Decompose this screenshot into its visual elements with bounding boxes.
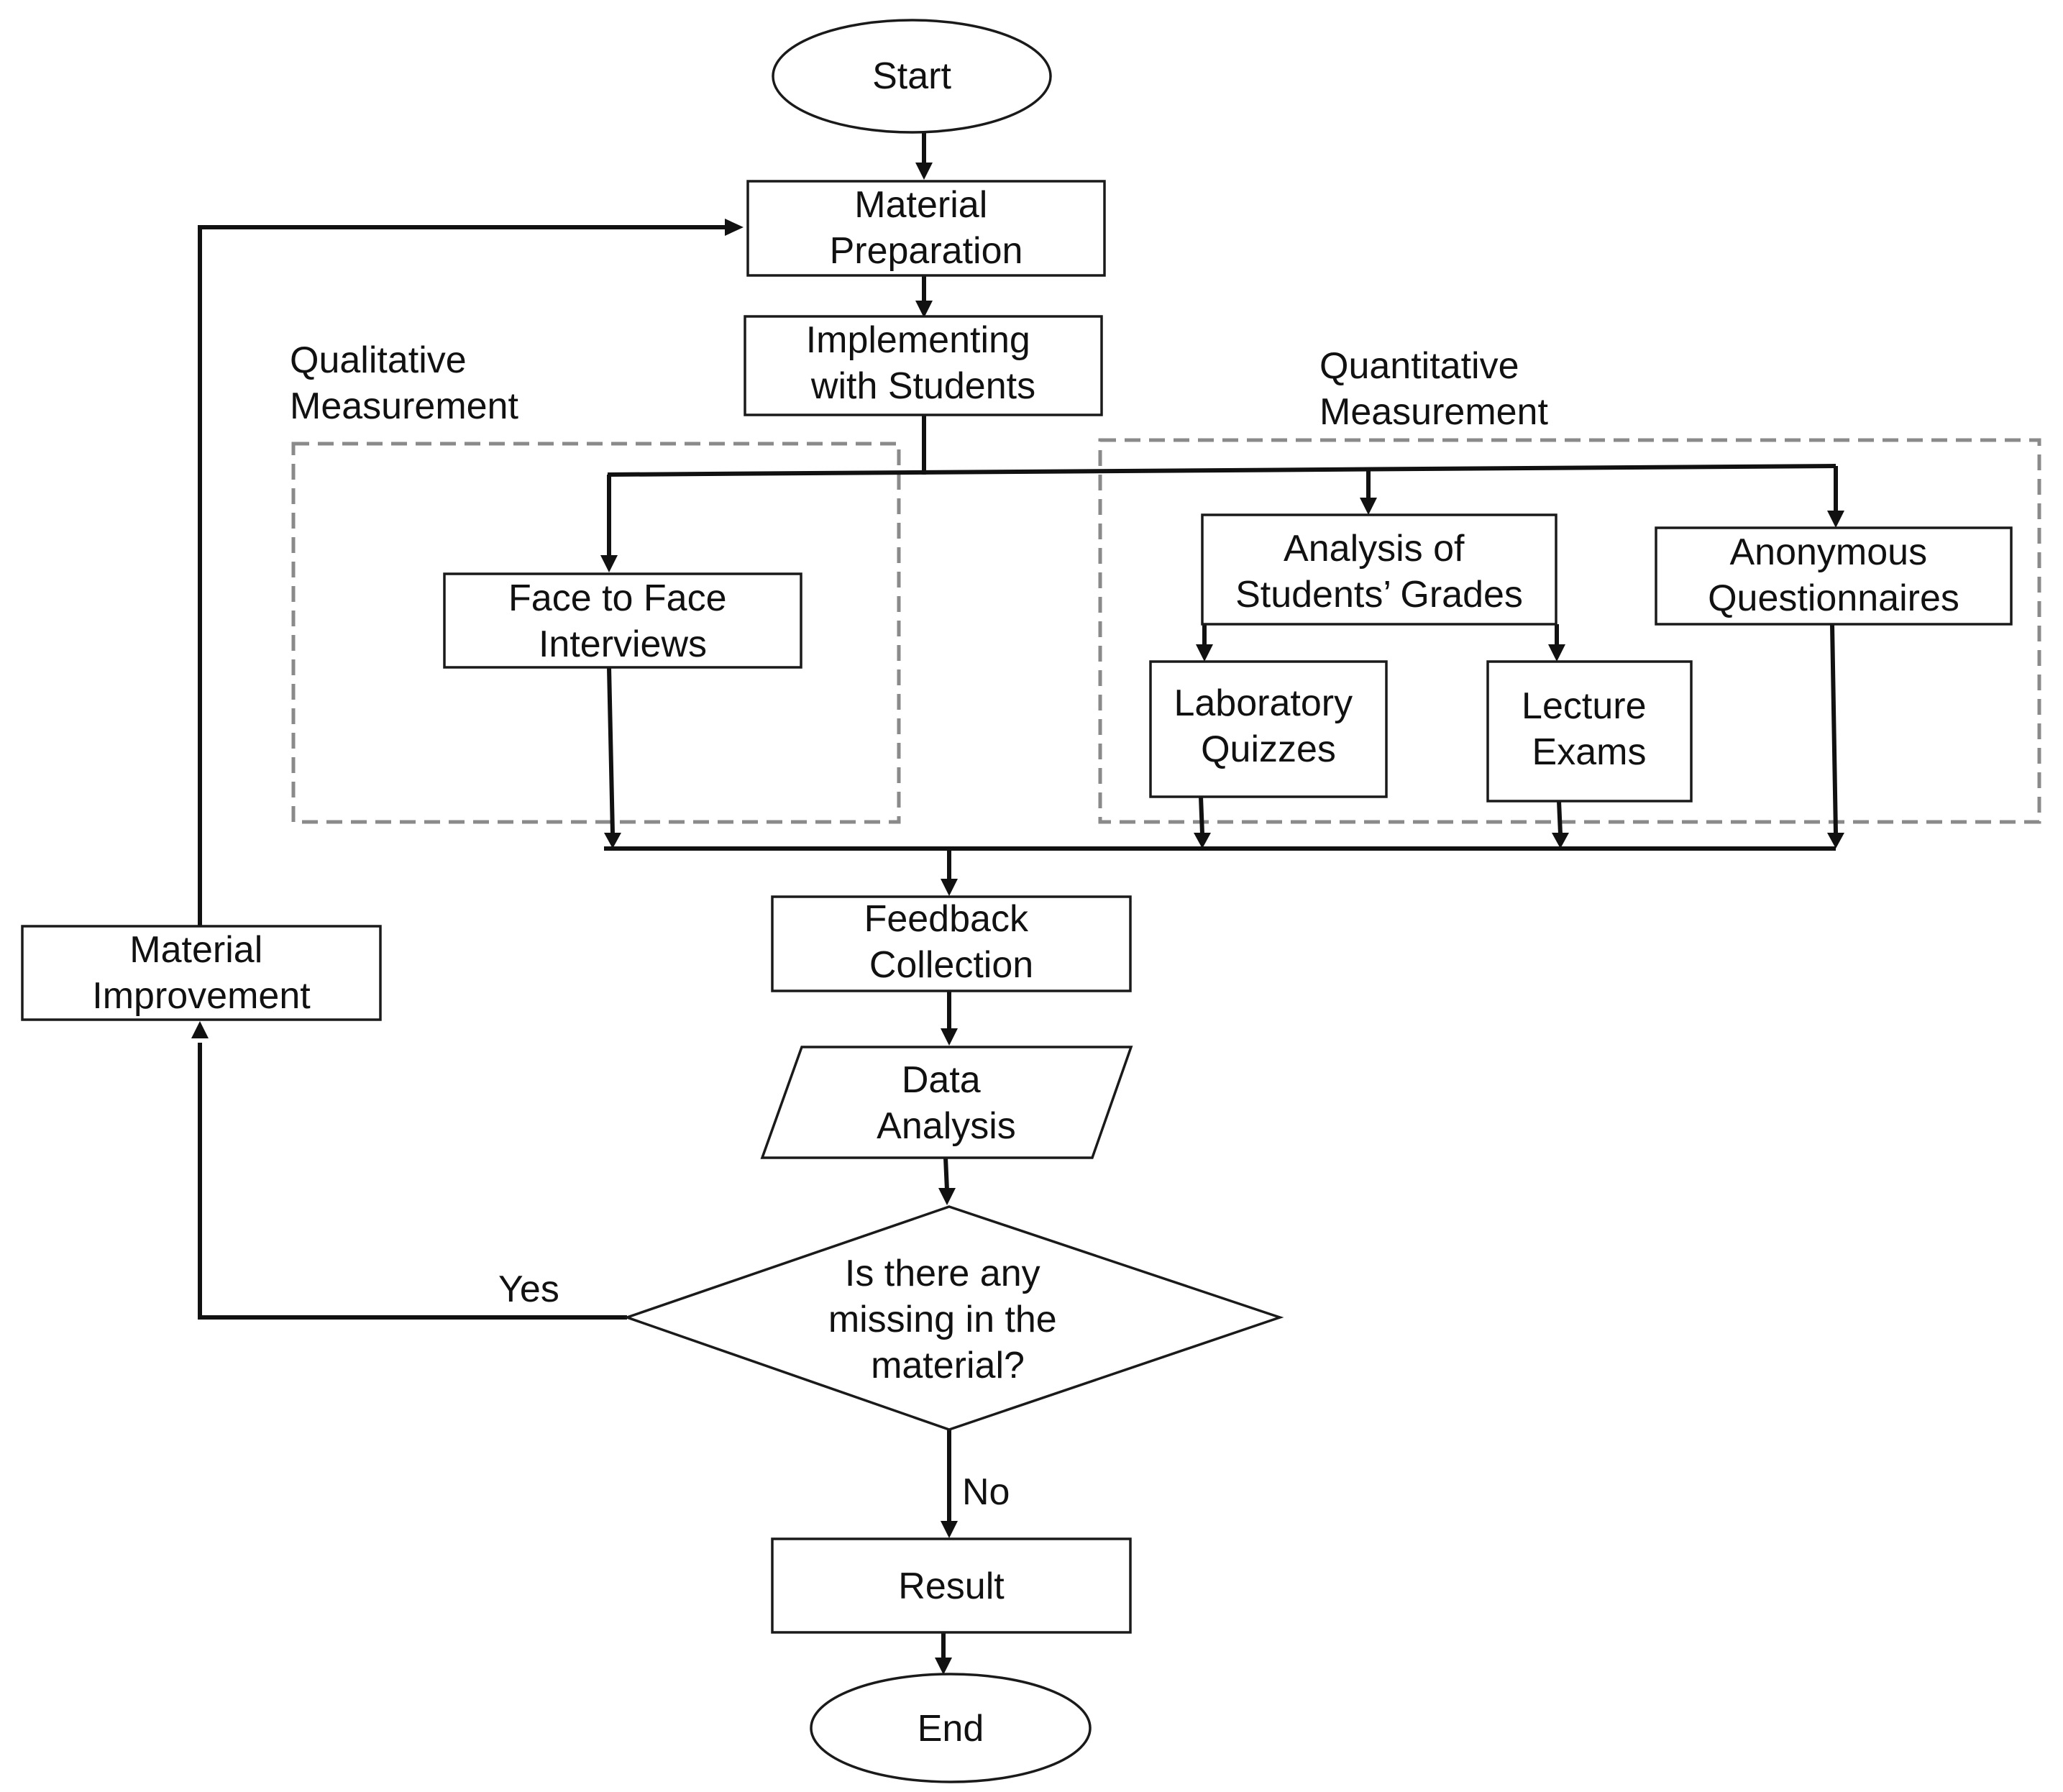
no-edge-label: No: [962, 1471, 1010, 1513]
implementing-label: Implementing with Students: [806, 319, 1041, 407]
start-node: Start: [772, 19, 1052, 134]
decision-node: Is there any missing in the material?: [623, 1205, 1284, 1431]
data-analysis-label: Data Analysis: [877, 1059, 1016, 1147]
material-preparation-node: Material Preparation: [746, 180, 1106, 277]
material-improvement-label: Material Improvement: [92, 929, 311, 1017]
end-label: End: [918, 1708, 984, 1750]
data-analysis-node: Data Analysis: [760, 1046, 1133, 1159]
material-improvement-node: Material Improvement: [21, 925, 382, 1021]
material-preparation-label: Material Preparation: [830, 184, 1023, 272]
anonymous-questionnaires-node: Anonymous Questionnaires: [1655, 526, 2013, 626]
lecture-exams-node: Lecture Exams: [1486, 660, 1693, 803]
lecture-exams-label: Lecture Exams: [1522, 685, 1657, 773]
decision-label: Is there any missing in the material?: [828, 1253, 1067, 1386]
face-to-face-label: Face to Face Interviews: [508, 577, 737, 665]
result-node: Result: [771, 1537, 1132, 1634]
implementing-node: Implementing with Students: [744, 315, 1103, 416]
quantitative-group-box: [1098, 438, 2041, 824]
connectors: [191, 132, 1844, 1675]
feedback-collection-label: Feedback Collection: [864, 898, 1039, 986]
qualitative-group-label: Qualitative Measurement: [290, 339, 518, 427]
feedback-collection-node: Feedback Collection: [771, 895, 1132, 992]
qualitative-group-box: [291, 442, 901, 824]
yes-edge-label: Yes: [498, 1268, 559, 1310]
quantitative-group-label: Quantitative Measurement: [1319, 345, 1548, 433]
anonymous-questionnaires-label: Anonymous Questionnaires: [1708, 531, 1959, 619]
result-label: Result: [898, 1565, 1005, 1607]
laboratory-quizzes-node: Laboratory Quizzes: [1149, 660, 1388, 798]
face-to-face-node: Face to Face Interviews: [443, 572, 802, 669]
analysis-grades-node: Analysis of Students’ Grades: [1201, 513, 1557, 626]
end-node: End: [810, 1673, 1092, 1783]
analysis-grades-label: Analysis of Students’ Grades: [1235, 528, 1523, 616]
laboratory-quizzes-label: Laboratory Quizzes: [1174, 682, 1363, 770]
start-label: Start: [872, 55, 951, 97]
